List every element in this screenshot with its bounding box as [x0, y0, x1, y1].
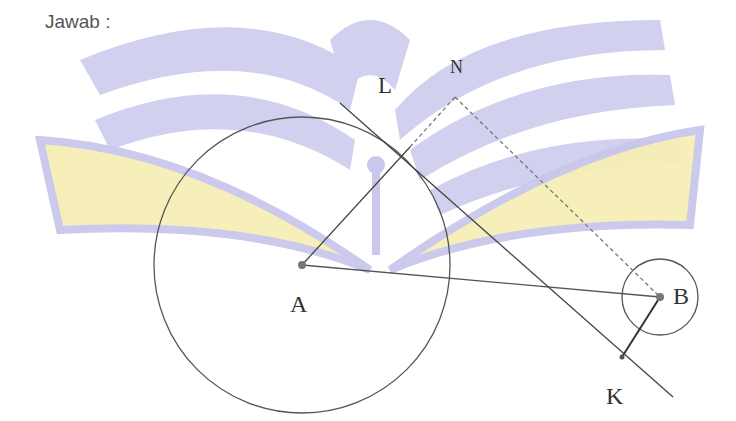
- point-label: L: [378, 74, 392, 97]
- point-label: K: [606, 384, 623, 408]
- point-label: N: [450, 58, 463, 76]
- center-point-b: [656, 293, 664, 301]
- dashed-extension: [410, 97, 455, 147]
- point-k: [620, 355, 625, 360]
- radius-bk: [622, 297, 660, 357]
- point-label: A: [290, 292, 307, 316]
- dashed-parallel: [455, 97, 660, 297]
- center-point-a: [298, 261, 306, 269]
- point-label: B: [673, 284, 689, 308]
- center-line: [302, 265, 660, 297]
- answer-heading: Jawab :: [45, 12, 110, 31]
- radius-line: [302, 147, 410, 265]
